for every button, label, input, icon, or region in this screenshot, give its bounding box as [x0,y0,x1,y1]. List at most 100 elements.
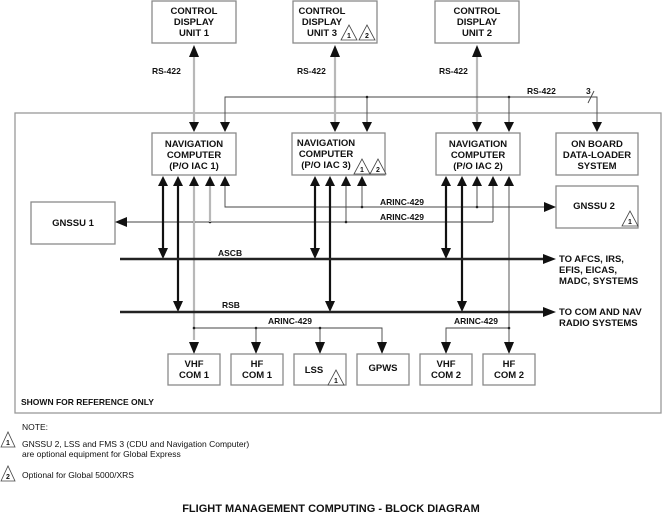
svg-text:1: 1 [360,167,364,174]
rsb-destination-line-1: TO COM AND NAV [559,307,642,318]
nc3-connections [310,176,367,312]
rs422-cdu1-link [189,45,199,132]
hf-com2-box[interactable]: HF COM 2 [482,353,536,386]
dls-label-1: ON BOARD [571,139,623,150]
note2-marker-icon: 2 [369,158,387,175]
nc1-label-2: COMPUTER [167,150,222,161]
ascb-label: ASCB [218,248,242,258]
cdu3-label-1: CONTROL [299,6,346,17]
gnssu2-label: GNSSU 2 [573,201,615,212]
rs422-cdu3-link [330,45,340,132]
nc2-connections [441,176,514,345]
arinc429-label: ARINC-429 [380,212,424,222]
nc1-connections [158,176,230,340]
arinc429-label: ARINC-429 [454,316,498,326]
vhf2-label-1: VHF [437,359,456,370]
gpws-box[interactable]: GPWS [356,353,410,386]
note1-marker-icon: 1 [0,431,16,448]
cdu2-label-3: UNIT 2 [462,28,492,39]
nc2-label-3: (P/O IAC 2) [453,161,503,172]
nc1-label-3: (P/O IAC 1) [169,161,219,172]
ascb-destination-line-2: EFIS, EICAS, [559,265,617,276]
rsb-label: RSB [222,300,240,310]
cdu1-label-1: CONTROL [171,6,218,17]
nc2-label-2: COMPUTER [451,150,506,161]
vhf-com1-box[interactable]: VHF COM 1 [167,353,221,386]
arinc429-com2-bus [441,326,514,354]
diagram-title: FLIGHT MANAGEMENT COMPUTING - BLOCK DIAG… [182,503,480,515]
nc1-label-1: NAVIGATION [165,139,223,150]
gnssu1-label: GNSSU 1 [52,218,94,229]
note2-marker-icon: 2 [358,24,376,41]
nav-computer-2-box[interactable]: NAVIGATION COMPUTER (P/O IAC 2) [435,132,521,176]
arinc429-label: ARINC-429 [380,197,424,207]
vhf2-label-2: COM 2 [431,370,461,381]
gnssu1-box[interactable]: GNSSU 1 [30,201,116,245]
reference-caption: SHOWN FOR REFERENCE ONLY [21,397,154,407]
arinc429-com1-bus [189,326,387,354]
note1-marker-icon: 1 [327,369,345,386]
ascb-destination-line-1: TO AFCS, IRS, [559,254,624,265]
svg-text:1: 1 [6,440,10,447]
rs422-label: RS-422 [439,66,468,76]
note-heading: NOTE: [22,422,48,432]
gpws-label: GPWS [368,363,397,374]
nc3-label-3: (P/O IAC 3) [301,160,351,171]
svg-text:1: 1 [334,378,338,385]
svg-text:2: 2 [365,33,369,40]
dls-label-3: SYSTEM [577,161,616,172]
rs422-dataloader-bus [220,90,602,132]
nav-computer-1-box[interactable]: NAVIGATION COMPUTER (P/O IAC 1) [151,132,237,176]
nc2-label-1: NAVIGATION [449,139,507,150]
cdu3-label-3: UNIT 3 [307,28,337,39]
cdu2-label-1: CONTROL [454,6,501,17]
hf2-label-1: HF [503,359,516,370]
system-frame [14,112,662,414]
hf-com1-box[interactable]: HF COM 1 [230,353,284,386]
nc3-label-2: COMPUTER [299,149,354,160]
dls-label-2: DATA-LOADER [563,150,631,161]
rs422-label: RS-422 [152,66,181,76]
cdu1-label-3: UNIT 1 [179,28,210,39]
hf1-label-1: HF [251,359,264,370]
note1-marker-icon: 1 [621,210,639,227]
lss-label: LSS [305,365,323,376]
note1-text-line-1: GNSSU 2, LSS and FMS 3 (CDU and Navigati… [22,439,249,449]
cdu1-box[interactable]: CONTROL DISPLAY UNIT 1 [151,0,237,44]
hf1-label-2: COM 1 [242,370,273,381]
nav-computer-3-box[interactable]: NAVIGATION COMPUTER (P/O IAC 3) 1 2 [291,132,387,176]
note1-marker-icon: 1 [353,158,371,175]
note1-marker-icon: 1 [340,24,358,41]
cdu1-label-2: DISPLAY [174,17,215,28]
hf2-label-2: COM 2 [494,370,524,381]
arinc429-label: ARINC-429 [268,316,312,326]
cdu2-label-2: DISPLAY [457,17,498,28]
svg-text:1: 1 [347,33,351,40]
note1-text-line-2: are optional equipment for Global Expres… [22,449,181,459]
svg-text:2: 2 [6,474,10,481]
rsb-bus [120,307,556,317]
arinc429-gnssu1-bus [115,185,494,227]
ascb-bus [120,254,556,264]
cdu3-label-2: DISPLAY [302,17,343,28]
vhf1-label-1: VHF [185,359,204,370]
cdu2-box[interactable]: CONTROL DISPLAY UNIT 2 [434,0,520,44]
lss-box[interactable]: LSS 1 [293,353,347,386]
rs422-label: RS-422 [297,66,326,76]
arinc429-gnssu2-bus [224,185,556,212]
nc3-label-1: NAVIGATION [297,138,355,149]
svg-text:2: 2 [376,167,380,174]
cdu3-box[interactable]: CONTROL DISPLAY UNIT 3 1 2 [292,0,378,44]
gnssu2-box[interactable]: GNSSU 2 1 [555,185,639,229]
note2-text: Optional for Global 5000/XRS [22,470,134,480]
vhf-com2-box[interactable]: VHF COM 2 [419,353,473,386]
ascb-destination-line-3: MADC, SYSTEMS [559,276,638,287]
svg-text:1: 1 [628,219,632,226]
vhf1-label-2: COM 1 [179,370,210,381]
wire-count-label: 3 [586,86,591,96]
note2-marker-icon: 2 [0,465,16,482]
rs422-label: RS-422 [527,86,556,96]
data-loader-box[interactable]: ON BOARD DATA-LOADER SYSTEM [555,132,639,176]
rs422-cdu2-link [472,45,482,132]
